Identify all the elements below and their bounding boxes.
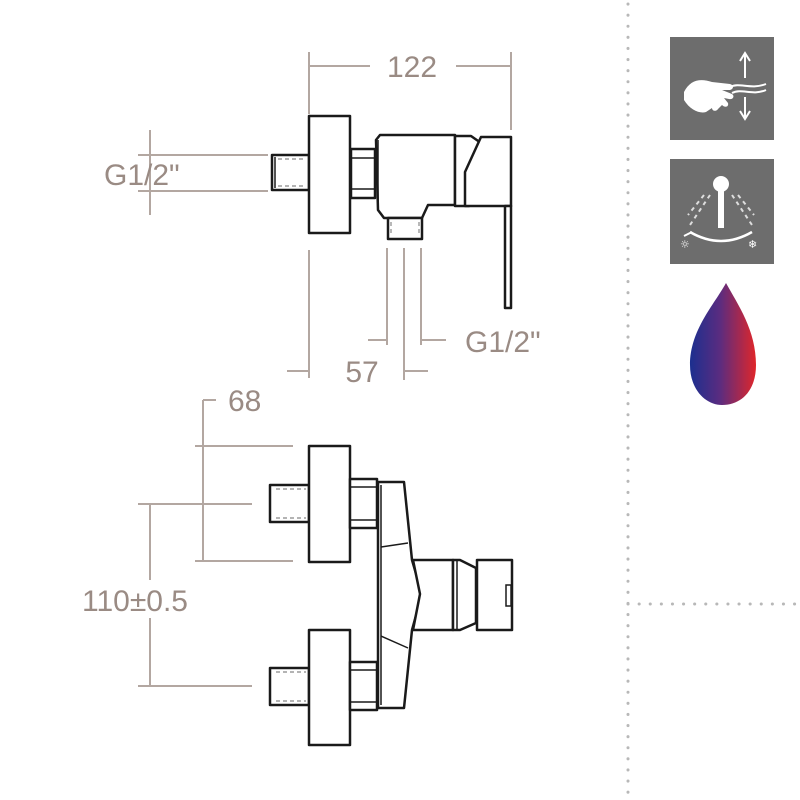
dimension-label-68: 68 bbox=[228, 385, 261, 418]
side-view-drawing: 122 G1/2" bbox=[104, 51, 541, 389]
lower-inlet-pipe bbox=[268, 666, 311, 707]
hot-cold-water-drop-icon bbox=[690, 283, 756, 405]
cartridge-housing bbox=[411, 558, 455, 632]
dimension-outlet-thread: G1/2" bbox=[368, 326, 541, 359]
dimension-label-110: 110±0.5 bbox=[82, 585, 188, 618]
dimension-68: 68 bbox=[195, 385, 293, 562]
top-view-drawing: 68 110±0.5 bbox=[82, 385, 514, 747]
lower-flange bbox=[307, 628, 352, 747]
upper-inlet-pipe bbox=[268, 483, 311, 524]
dimension-label-122: 122 bbox=[387, 51, 437, 84]
lower-nut bbox=[348, 660, 379, 712]
outlet-connector bbox=[386, 216, 424, 241]
upper-flange bbox=[307, 444, 352, 564]
wall-flange bbox=[307, 114, 352, 235]
dimension-label-outlet-thread: G1/2" bbox=[465, 326, 541, 359]
inlet-pipe bbox=[270, 153, 311, 192]
hex-nut bbox=[349, 147, 377, 200]
dimension-122: 122 bbox=[308, 51, 512, 130]
dimension-label-inlet-thread: G1/2" bbox=[104, 159, 180, 192]
handle-slot bbox=[505, 584, 512, 607]
dimension-inlet-thread: G1/2" bbox=[104, 130, 268, 215]
handle-front bbox=[475, 558, 514, 632]
hand-lever-up-down-icon bbox=[670, 37, 774, 140]
dimension-label-57: 57 bbox=[345, 356, 378, 389]
handle-lever-body bbox=[463, 135, 513, 208]
mixer-body-front bbox=[376, 480, 424, 710]
mixer-body bbox=[374, 133, 457, 220]
svg-text:☼: ☼ bbox=[680, 238, 690, 251]
shower-temperature-hot-cold-icon: ☼ ❄ bbox=[670, 159, 774, 264]
handle-lever bbox=[503, 204, 513, 310]
dimension-110: 110±0.5 bbox=[82, 503, 252, 687]
dimension-57: 57 bbox=[287, 356, 428, 389]
svg-text:❄: ❄ bbox=[748, 238, 757, 251]
